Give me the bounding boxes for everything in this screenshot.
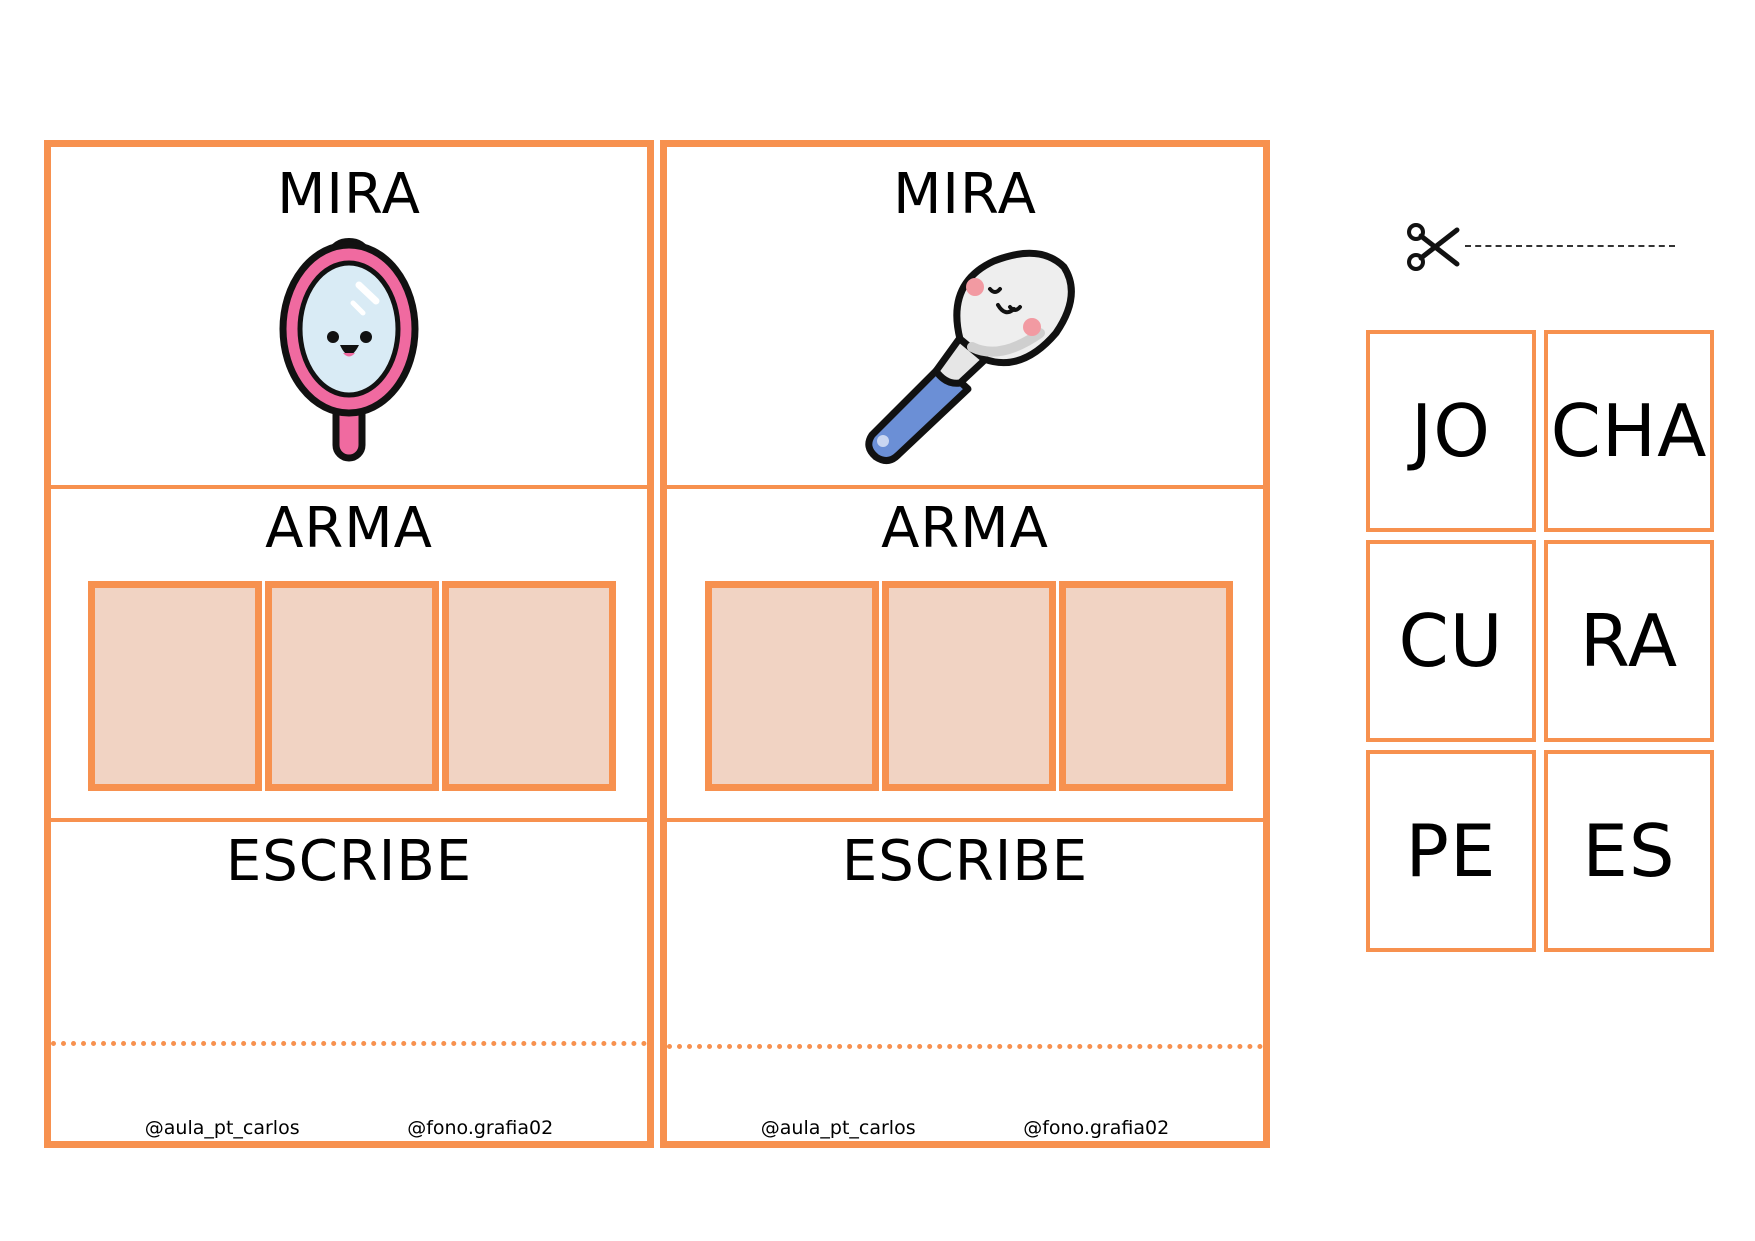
- worksheet-card-spoon: MIRA ARMA: [660, 140, 1270, 1148]
- dashed-cut-line: [1465, 245, 1675, 247]
- syllable-cards: JO CHA CU RA PE ES: [1366, 330, 1714, 952]
- credit-right: @fono.grafia02: [1023, 1117, 1170, 1139]
- syllable-card[interactable]: JO: [1366, 330, 1536, 532]
- syllable-card[interactable]: ES: [1544, 750, 1714, 952]
- syllable-card[interactable]: CHA: [1544, 330, 1714, 532]
- build-section: ARMA: [51, 485, 647, 818]
- write-label: ESCRIBE: [225, 829, 473, 894]
- syllable-slot[interactable]: [442, 581, 616, 791]
- look-section: MIRA: [51, 147, 647, 485]
- build-label: ARMA: [881, 496, 1049, 561]
- write-section: ESCRIBE @aula_pt_carlos @fono.grafia02: [51, 818, 647, 1141]
- syllable-slot[interactable]: [1059, 581, 1233, 791]
- credit-right: @fono.grafia02: [407, 1117, 554, 1139]
- build-section: ARMA: [667, 485, 1263, 818]
- look-section: MIRA: [667, 147, 1263, 485]
- worksheet-card-mirror: MIRA ARMA: [44, 140, 654, 1148]
- credits: @aula_pt_carlos @fono.grafia02: [667, 1117, 1263, 1139]
- scissors-icon: [1407, 223, 1460, 271]
- spoon-icon: [850, 243, 1080, 477]
- syllable-slot[interactable]: [88, 581, 262, 791]
- writing-line[interactable]: [51, 1041, 647, 1046]
- build-label: ARMA: [265, 496, 433, 561]
- syllable-slot[interactable]: [882, 581, 1056, 791]
- look-label: MIRA: [277, 162, 421, 227]
- syllable-card[interactable]: PE: [1366, 750, 1536, 952]
- hand-mirror-icon: [274, 233, 424, 467]
- credit-left: @aula_pt_carlos: [144, 1117, 300, 1139]
- write-section: ESCRIBE @aula_pt_carlos @fono.grafia02: [667, 818, 1263, 1141]
- syllable-slots: [88, 581, 619, 791]
- syllable-card[interactable]: RA: [1544, 540, 1714, 742]
- cut-guide: [1405, 220, 1675, 280]
- credits: @aula_pt_carlos @fono.grafia02: [51, 1117, 647, 1139]
- writing-line[interactable]: [667, 1044, 1263, 1049]
- write-label: ESCRIBE: [841, 829, 1089, 894]
- syllable-slot[interactable]: [265, 581, 439, 791]
- syllable-slot[interactable]: [705, 581, 879, 791]
- credit-left: @aula_pt_carlos: [760, 1117, 916, 1139]
- syllable-slots: [705, 581, 1236, 791]
- syllable-card[interactable]: CU: [1366, 540, 1536, 742]
- look-label: MIRA: [893, 162, 1037, 227]
